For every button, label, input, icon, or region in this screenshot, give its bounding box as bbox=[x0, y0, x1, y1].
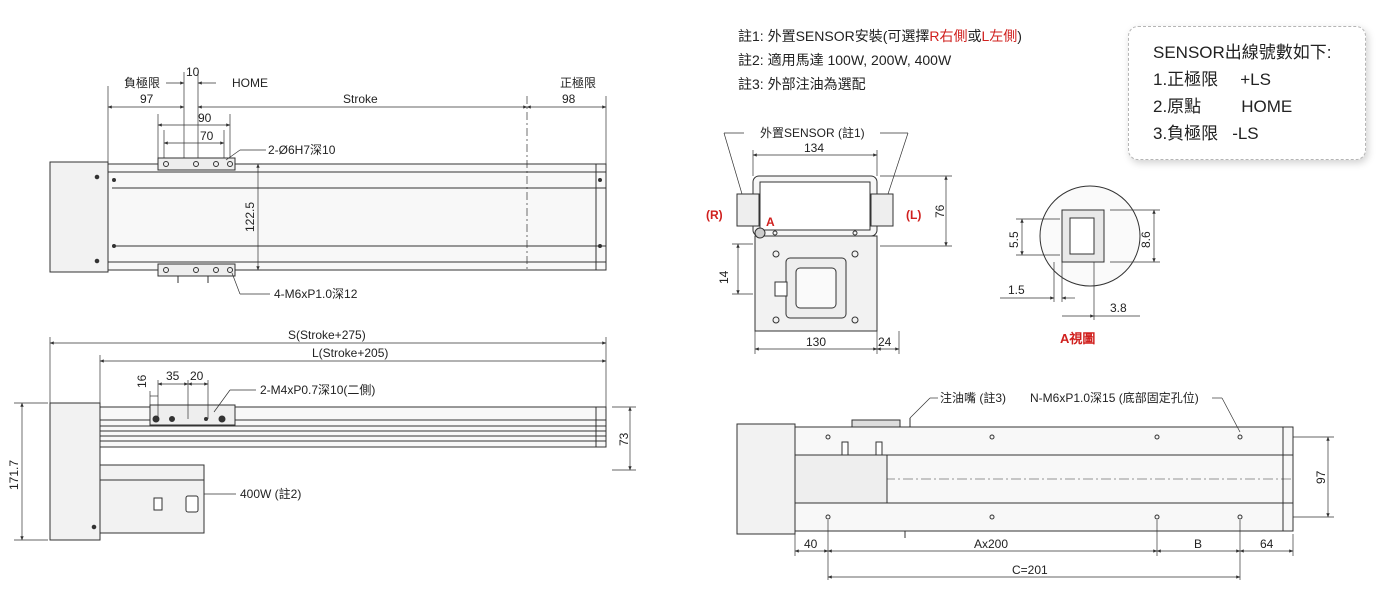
detail-dim-5-5: 5.5 bbox=[1007, 231, 1021, 248]
detail-dim-3-8: 3.8 bbox=[1110, 301, 1127, 315]
top-tap-spec: 4-M6xP1.0深12 bbox=[274, 287, 358, 301]
top-dim-stroke: Stroke bbox=[343, 92, 378, 106]
end-a-label: A bbox=[766, 215, 775, 229]
legend-item-value: +LS bbox=[1240, 70, 1271, 89]
bottom-carriage bbox=[794, 454, 888, 504]
end-r-label: (R) bbox=[706, 208, 723, 222]
top-dim-122: 122.5 bbox=[243, 202, 257, 232]
side-dim-171: 171.7 bbox=[7, 460, 21, 490]
bottom-dim-40: 40 bbox=[804, 537, 818, 551]
legend-item-value: -LS bbox=[1232, 124, 1259, 143]
bottom-end-block bbox=[736, 423, 796, 535]
legend-item: 3.負極限 -LS bbox=[1153, 120, 1365, 147]
side-dim-35: 35 bbox=[166, 369, 180, 383]
bottom-dim-97: 97 bbox=[1314, 470, 1328, 484]
detail-a-view bbox=[1000, 185, 1160, 320]
end-dim-130: 130 bbox=[806, 335, 826, 349]
end-dim-14: 14 bbox=[717, 270, 731, 284]
bottom-n-spec: N-M6xP1.0深15 (底部固定孔位) bbox=[1030, 390, 1199, 405]
top-dim-97: 97 bbox=[140, 92, 154, 106]
note-1: 註1: 外置SENSOR安裝(可選擇R右側或L左側) bbox=[738, 24, 1022, 48]
top-dim-90: 90 bbox=[198, 111, 212, 125]
end-dim-134: 134 bbox=[804, 141, 824, 155]
top-motor-block bbox=[49, 161, 109, 273]
end-view bbox=[723, 132, 952, 354]
bottom-dim-64: 64 bbox=[1260, 537, 1274, 551]
bottom-dim-c201: C=201 bbox=[1012, 563, 1048, 577]
top-dim-98: 98 bbox=[562, 92, 576, 106]
top-pos-limit-label: 正極限 bbox=[560, 75, 596, 90]
top-neg-limit-label: 負極限 bbox=[124, 75, 160, 90]
side-m4-spec: 2-M4xP0.7深10(二側) bbox=[260, 383, 375, 397]
sensor-legend-box: SENSOR出線號數如下: 1.正極限 +LS 2.原點 HOME 3.負極限 -LS bbox=[1128, 26, 1366, 160]
legend-item: 2.原點 HOME bbox=[1153, 93, 1365, 120]
note-1-right: R右側 bbox=[929, 28, 968, 44]
legend-item-label: 2.原點 bbox=[1153, 97, 1202, 116]
bottom-oil-label: 注油嘴 (註3) bbox=[940, 390, 1006, 405]
legend-item-value: HOME bbox=[1241, 97, 1293, 116]
top-dim-70: 70 bbox=[200, 129, 214, 143]
note-3: 註3: 外部注油為選配 bbox=[738, 76, 866, 92]
side-dim-16: 16 bbox=[135, 374, 149, 388]
end-dim-76: 76 bbox=[933, 204, 947, 218]
legend-item-label: 3.負極限 bbox=[1153, 124, 1219, 143]
side-l-length: L(Stroke+205) bbox=[312, 346, 388, 360]
end-l-label: (L) bbox=[906, 208, 921, 222]
note-1-left: L左側 bbox=[981, 28, 1018, 44]
bottom-dim-ax200: Ax200 bbox=[974, 537, 1008, 551]
bottom-dim-b: B bbox=[1194, 537, 1202, 551]
side-motor-label: 400W (註2) bbox=[240, 487, 301, 501]
top-slider-lower bbox=[157, 263, 236, 277]
detail-dim-8-6: 8.6 bbox=[1139, 231, 1153, 248]
note-1-prefix: 註1: 外置SENSOR安裝(可選擇 bbox=[738, 28, 930, 44]
legend-title: SENSOR出線號數如下: bbox=[1153, 43, 1332, 62]
top-rail-body bbox=[107, 163, 607, 271]
bottom-view bbox=[736, 397, 1334, 580]
notes-block: 註1: 外置SENSOR安裝(可選擇R右側或L左側) 註2: 適用馬達 100W… bbox=[738, 24, 1022, 96]
side-dim-20: 20 bbox=[190, 369, 204, 383]
side-view bbox=[14, 337, 636, 541]
top-dim-10: 10 bbox=[186, 65, 200, 79]
end-dim-24: 24 bbox=[878, 335, 892, 349]
note-1-suffix: ) bbox=[1017, 28, 1022, 44]
end-sensor-label: 外置SENSOR (註1) bbox=[760, 126, 865, 140]
note-2: 註2: 適用馬達 100W, 200W, 400W bbox=[738, 52, 952, 68]
legend-item-label: 1.正極限 bbox=[1153, 70, 1219, 89]
detail-dim-1-5: 1.5 bbox=[1008, 283, 1025, 297]
top-hole-spec: 2-Ø6H7深10 bbox=[268, 143, 336, 157]
top-home-label: HOME bbox=[232, 76, 268, 90]
legend-item: 1.正極限 +LS bbox=[1153, 66, 1365, 93]
top-slider-upper bbox=[157, 157, 236, 171]
side-end-block bbox=[49, 402, 101, 541]
top-view bbox=[49, 72, 607, 295]
side-s-length: S(Stroke+275) bbox=[288, 328, 366, 342]
note-1-or: 或 bbox=[967, 28, 982, 44]
detail-a-title: A視圖 bbox=[1060, 331, 1095, 346]
side-dim-73: 73 bbox=[617, 432, 631, 446]
